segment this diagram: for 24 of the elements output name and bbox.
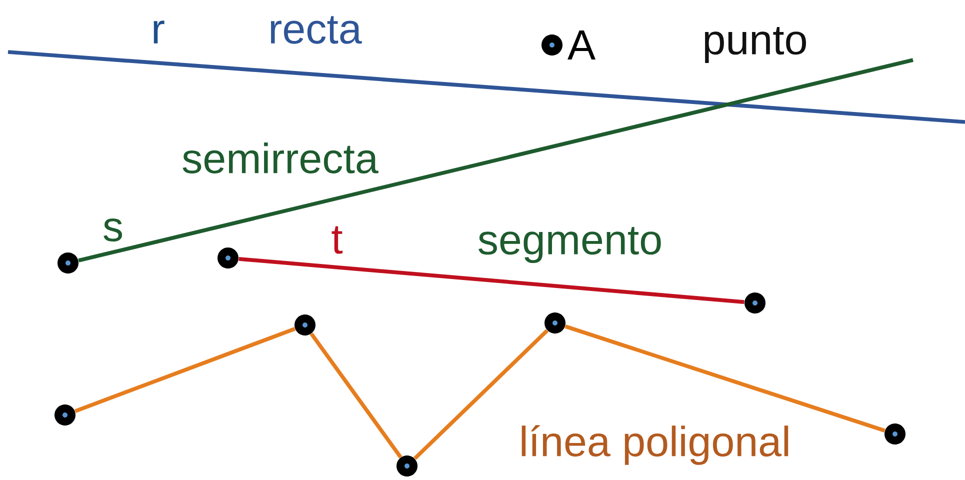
line-segment [310, 332, 402, 458]
line-label: t [332, 226, 343, 254]
line-label: segmento [478, 227, 661, 264]
point-dot [54, 404, 76, 426]
point-dot [218, 248, 238, 268]
line-segment [78, 58, 914, 262]
line-label: punto [704, 27, 806, 64]
point-label: A [568, 30, 596, 60]
point-dot [294, 314, 316, 336]
line-segment [564, 324, 886, 432]
point-dot [58, 252, 78, 274]
line-label: semirrecta [182, 142, 378, 174]
line-segment [238, 257, 744, 304]
line-label: recta [270, 16, 362, 44]
point-dot [542, 34, 562, 56]
point-dot [544, 312, 566, 334]
line-label: línea poligonal [522, 425, 788, 465]
line-segment [74, 327, 296, 413]
point-dot [744, 292, 766, 314]
point-dot [884, 424, 906, 444]
point-dot [396, 456, 418, 476]
line-label: r [154, 20, 164, 44]
line-label: s [104, 218, 122, 242]
line-segment [413, 329, 549, 460]
